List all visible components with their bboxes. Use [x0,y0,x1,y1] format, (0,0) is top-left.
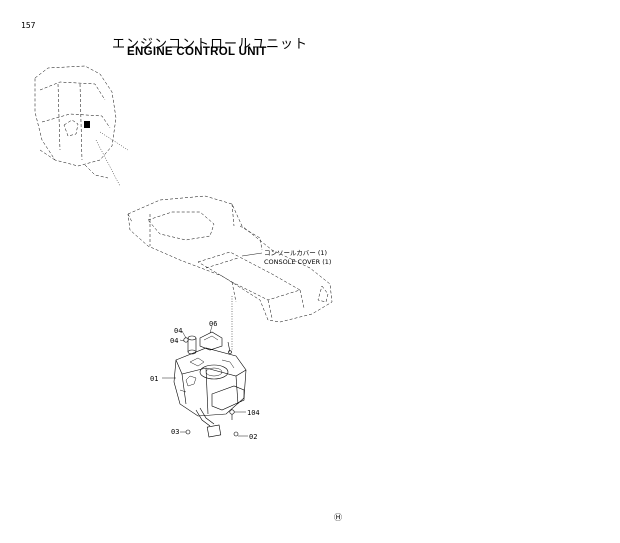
callout-04-lower: 04 [170,337,178,345]
title-english: ENGINE CONTROL UNIT [127,46,267,58]
title-japanese: エンジンコントロールユニット [112,37,309,52]
mounting-point-marker [84,121,90,128]
console-cover-label-en: CONSOLE COVER (1) [264,258,331,266]
callout-01: 01 [150,375,158,383]
callout-03: 03 [171,428,179,436]
callout-104: 104 [247,409,260,417]
console-outline [127,195,333,350]
hitachi-mark: Ⓗ [334,513,342,522]
engine-control-unit [173,331,247,438]
console-cover-label-jp: コンソールカバー (1) [264,249,327,257]
machine-cab-outline [34,65,129,187]
callout-06: 06 [209,320,217,328]
page-number: 157 [21,21,36,30]
callout-04-upper: 04 [174,327,182,335]
callout-02: 02 [249,433,257,441]
